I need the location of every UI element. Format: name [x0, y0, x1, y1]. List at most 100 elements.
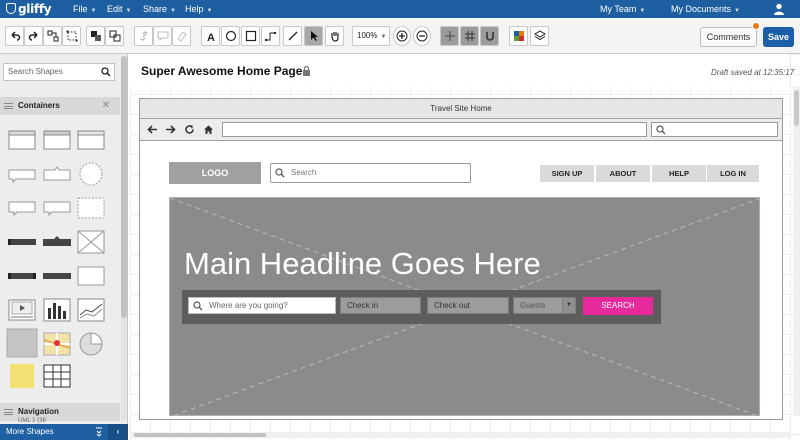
shape-pie[interactable] [77, 332, 105, 356]
close-icon[interactable]: ✕ [101, 100, 110, 111]
gliffy-logo[interactable]: gliffy [6, 2, 52, 16]
shape-table[interactable] [43, 364, 71, 388]
document-title[interactable]: Super Awesome Home Page [141, 64, 303, 78]
shape-bar-chart[interactable] [43, 298, 71, 322]
menu-my-documents[interactable]: My Documents▼ [671, 4, 740, 14]
shape-dashed-box[interactable] [77, 196, 105, 220]
shape-dark-tab[interactable] [43, 230, 71, 254]
hand-icon [330, 32, 339, 42]
grid-button[interactable] [460, 26, 479, 46]
check-in-input[interactable]: Check in [340, 297, 421, 314]
hero-image-placeholder[interactable]: Main Headline Goes Here Where are you go… [169, 197, 760, 416]
text-tool-button[interactable]: A [201, 26, 220, 46]
clear-button[interactable] [172, 26, 191, 46]
sort-icon[interactable] [94, 427, 104, 437]
browser-search-field[interactable] [651, 122, 778, 137]
group-button[interactable] [86, 26, 105, 46]
ellipse-tool-button[interactable] [221, 26, 240, 46]
site-search-input[interactable]: Search [270, 163, 471, 183]
pointer-tool-button[interactable] [304, 26, 323, 46]
nav-sign-up[interactable]: SIGN UP [540, 165, 594, 182]
check-out-input[interactable]: Check out [427, 297, 509, 314]
search-shapes-input[interactable]: Search Shapes [3, 63, 115, 81]
canvas-horizontal-scrollbar[interactable] [130, 432, 790, 438]
shape-container-window[interactable] [8, 128, 36, 152]
comments-button[interactable]: Comments [700, 27, 757, 47]
shape-gray-block[interactable] [6, 328, 38, 358]
zoom-in-button[interactable] [393, 26, 411, 46]
site-search-placeholder: Search [291, 168, 317, 177]
shape-sticky-note[interactable] [8, 364, 36, 388]
lock-icon[interactable] [302, 66, 311, 76]
shape-rectangle[interactable] [77, 264, 105, 288]
rectangle-tool-button[interactable] [241, 26, 260, 46]
nav-about[interactable]: ABOUT [596, 165, 650, 182]
text-icon: A [207, 32, 215, 42]
canvas-horizontal-scrollbar-thumb[interactable] [134, 433, 266, 437]
shape-circle-dashed[interactable] [77, 162, 105, 186]
save-button[interactable]: Save [763, 27, 794, 47]
layers-icon [533, 30, 546, 41]
menu-my-team[interactable]: My Team▼ [600, 4, 645, 14]
shape-callout-top[interactable] [43, 162, 71, 186]
shape-line-chart[interactable] [77, 298, 105, 322]
theme-button[interactable] [509, 26, 528, 46]
shape-container-dialog[interactable] [77, 128, 105, 152]
layers-button[interactable] [530, 26, 549, 46]
shape-container-panel[interactable] [43, 128, 71, 152]
site-logo[interactable]: LOGO [169, 162, 261, 184]
arrange-button[interactable] [43, 26, 62, 46]
shape-dark-bar-alt[interactable] [43, 264, 71, 288]
shape-dark-banner[interactable] [8, 230, 36, 254]
chevron-down-icon: ▼ [380, 34, 387, 40]
link-button[interactable] [134, 26, 153, 46]
drag-handle-icon [4, 409, 13, 415]
home-icon[interactable] [203, 124, 214, 135]
refresh-icon[interactable] [184, 124, 195, 135]
canvas-vertical-scrollbar[interactable] [793, 86, 800, 416]
ungroup-button[interactable] [105, 26, 124, 46]
snap-button[interactable] [440, 26, 459, 46]
menu-edit[interactable]: Edit▼ [107, 4, 131, 14]
chevron-down-icon[interactable]: ▼ [562, 297, 576, 314]
nav-log-in[interactable]: LOG IN [707, 165, 759, 182]
connector-tool-button[interactable] [261, 26, 280, 46]
shape-video-player[interactable] [8, 298, 36, 322]
shape-tooltip-alt[interactable] [43, 196, 71, 220]
shape-tooltip[interactable] [8, 196, 36, 220]
line-tool-button[interactable] [283, 26, 302, 46]
menu-share[interactable]: Share▼ [143, 4, 176, 14]
shape-map[interactable] [43, 332, 71, 356]
browser-mockup[interactable]: Travel Site Home LOGO Search SIGN UP ABO… [139, 98, 783, 420]
destination-input[interactable]: Where are you going? [188, 297, 336, 314]
back-icon[interactable] [147, 124, 158, 135]
more-shapes-bar[interactable]: More Shapes ‹ [0, 424, 128, 440]
canvas-vertical-scrollbar-thumb[interactable] [794, 90, 799, 126]
booking-search-button[interactable]: SEARCH [583, 297, 653, 315]
guests-select[interactable]: Guests [513, 297, 563, 314]
undo-button[interactable] [5, 26, 24, 46]
zoom-out-button[interactable] [413, 26, 431, 46]
menu-help[interactable]: Help▼ [185, 4, 212, 14]
user-icon[interactable] [773, 3, 785, 15]
nav-help[interactable]: HELP [652, 165, 706, 182]
section-header-navigation[interactable]: Navigation [0, 403, 120, 421]
shape-callout-left[interactable] [8, 162, 36, 186]
guides-button[interactable] [480, 26, 499, 46]
browser-url-field[interactable] [222, 122, 647, 137]
menu-file[interactable]: File▼ [73, 4, 96, 14]
sidebar-scrollbar[interactable] [121, 56, 127, 420]
hand-tool-button[interactable] [325, 26, 344, 46]
zoom-select[interactable]: 100%▼ [352, 26, 390, 46]
forward-icon[interactable] [165, 124, 176, 135]
shape-image-placeholder[interactable] [77, 230, 105, 254]
browser-title: Travel Site Home [430, 104, 492, 113]
menu-my-documents-label: My Documents [671, 4, 732, 14]
section-header-containers[interactable]: Containers✕ [0, 97, 120, 115]
sidebar-scrollbar-thumb[interactable] [121, 56, 127, 318]
collapse-sidebar-icon[interactable]: ‹ [108, 424, 128, 440]
comment-shape-button[interactable] [153, 26, 172, 46]
align-button[interactable] [62, 26, 81, 46]
redo-button[interactable] [24, 26, 43, 46]
shape-dark-bar[interactable] [8, 264, 36, 288]
